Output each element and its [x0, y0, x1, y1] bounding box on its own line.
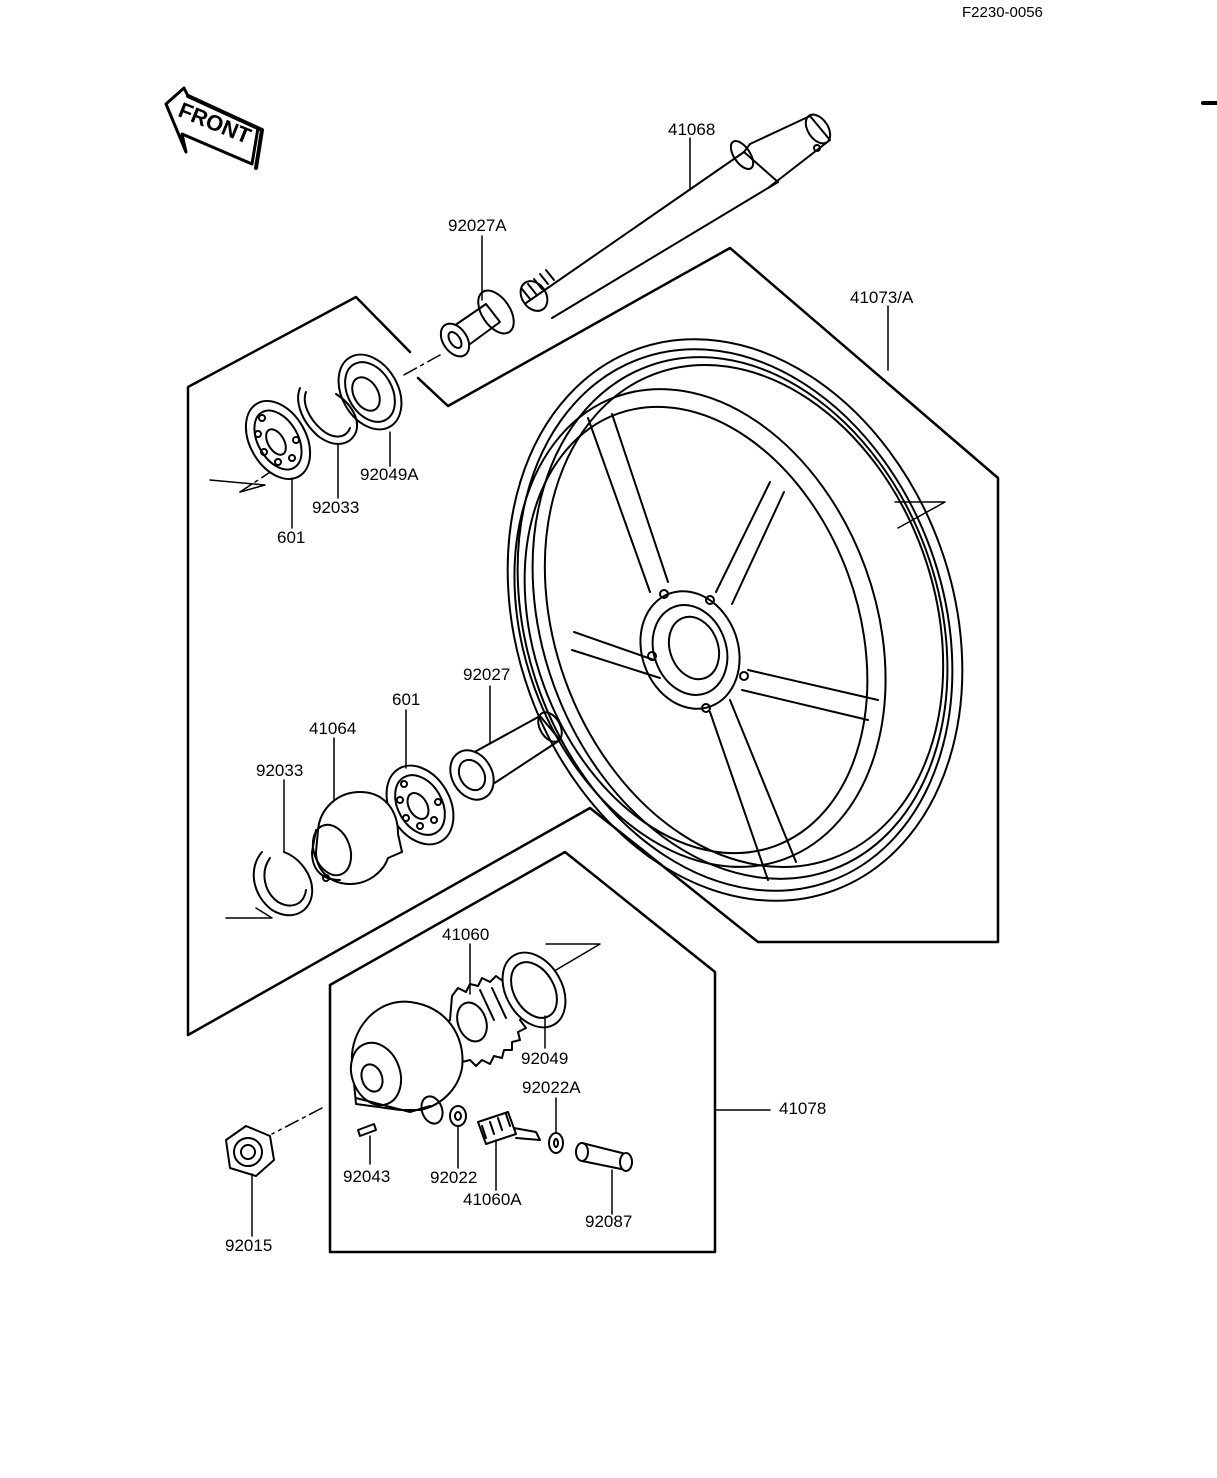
label-41060A: 41060A [463, 1190, 522, 1209]
label-92027A: 92027A [448, 216, 507, 235]
label-92049A: 92049A [360, 465, 419, 484]
wheel-group-boundary [186, 246, 1000, 1037]
pin-92043 [357, 1123, 377, 1137]
nut-92015 [225, 1125, 275, 1177]
label-92049: 92049 [521, 1049, 569, 1068]
bearing-601-top [244, 400, 312, 480]
oil-seal-92049A [337, 353, 403, 431]
label-601-top: 601 [277, 528, 306, 547]
label-92033-mid: 92033 [256, 761, 304, 780]
leader-lines [251, 137, 889, 1237]
label-41078: 41078 [779, 1099, 827, 1118]
wheel-41073A [506, 338, 964, 902]
collar-92027A [439, 289, 515, 358]
plane-mark [209, 479, 266, 493]
collar-92027 [449, 711, 563, 801]
bearing-601-mid [385, 764, 455, 846]
washer-92022A [548, 1132, 564, 1154]
label-92087: 92087 [585, 1212, 633, 1231]
circlip-92033-top [297, 387, 358, 445]
meter-group-boundary [328, 850, 717, 1254]
pinion-41060A [477, 1111, 541, 1145]
drawing-code: F2230-0056 [962, 4, 1043, 21]
label-41064: 41064 [309, 719, 357, 738]
plane-mark-wheel [894, 501, 946, 529]
label-92043: 92043 [343, 1167, 391, 1186]
label-92027: 92027 [463, 665, 511, 684]
label-92015: 92015 [225, 1236, 273, 1255]
plane-mark-seal [545, 943, 601, 971]
bushing-92087 [575, 1142, 633, 1172]
circlip-92033-mid [252, 851, 314, 917]
washer-92022 [449, 1105, 467, 1127]
stop-41064 [311, 791, 403, 885]
label-92022A: 92022A [522, 1078, 581, 1097]
label-41073A: 41073/A [850, 288, 914, 307]
label-92022: 92022 [430, 1168, 478, 1187]
label-92033-top: 92033 [312, 498, 360, 517]
oil-seal-92049 [501, 951, 567, 1029]
gear-housing-41078 [349, 1000, 464, 1125]
label-41068: 41068 [668, 120, 716, 139]
front-arrow-icon: FRONT [164, 86, 264, 170]
label-41060: 41060 [442, 925, 490, 944]
plane-mark-mid [225, 907, 273, 919]
axle-41068 [519, 113, 832, 319]
centerline-nut [271, 1107, 323, 1135]
label-601-mid: 601 [392, 690, 421, 709]
